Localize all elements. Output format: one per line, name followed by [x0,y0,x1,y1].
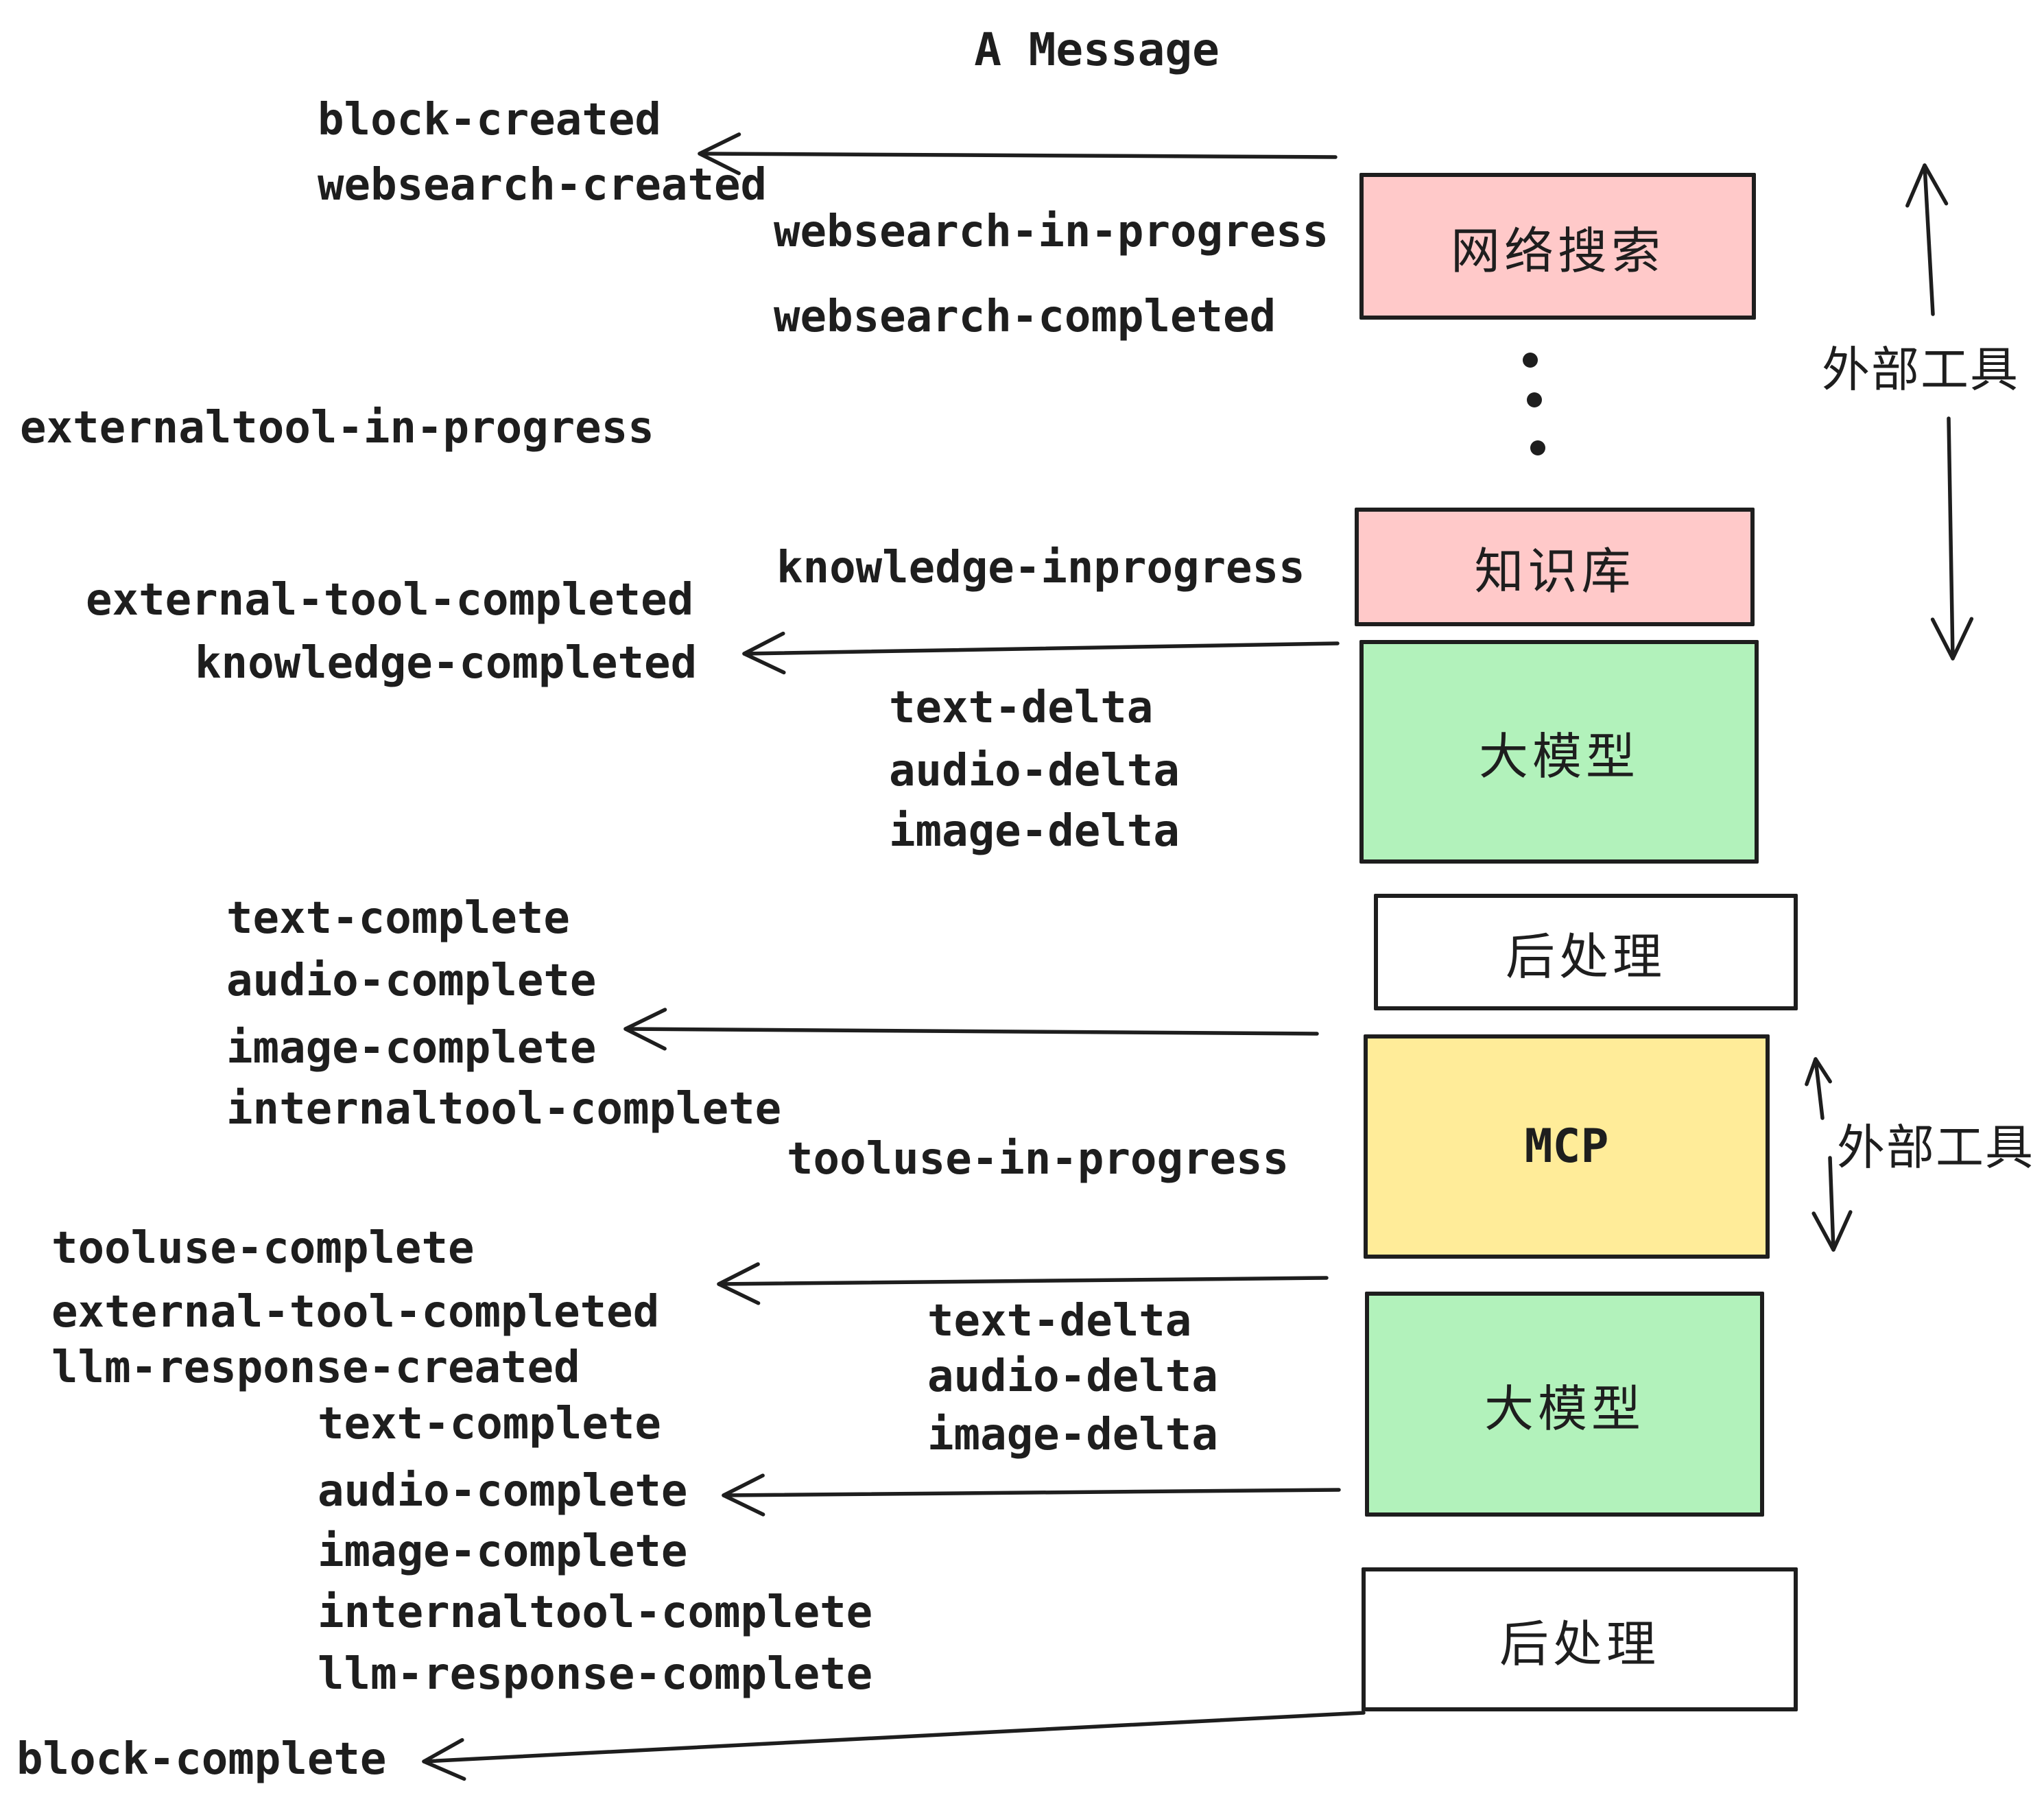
arrowhead-to-block-complete [422,1737,466,1781]
event-label-block-complete: block-complete [16,1734,387,1785]
box-knowledge: 知识库 [1355,508,1755,626]
event-label-external-tool-completed-2: external-tool-completed [51,1287,660,1338]
event-label-websearch-created: websearch-created [318,160,768,211]
box-post-1-label: 后处理 [1505,929,1666,985]
box-post-2-label: 后处理 [1499,1617,1660,1672]
arrow-to-knowledge-completed [742,631,1340,675]
event-label-image-complete-1: image-complete [226,1023,597,1073]
arrowhead-external-tools-down-1 [1930,617,1974,661]
arrowhead-to-knowledge-completed [742,631,786,675]
event-label-text-complete-2: text-complete [318,1399,661,1449]
arrowhead-external-tools-up-1 [1905,163,1949,208]
event-label-llm-response-complete: llm-response-complete [318,1649,873,1700]
event-label-image-delta-1: image-delta [889,806,1180,857]
arrow-external-tools-up-1 [1905,163,1949,316]
box-llm-2-label: 大模型 [1484,1381,1645,1437]
event-label-websearch-completed: websearch-completed [774,292,1276,342]
ellipsis-dot-1 [1523,353,1538,368]
event-label-text-delta-2: text-delta [927,1296,1192,1346]
arrowhead-to-external-tool-completed [717,1262,761,1305]
event-label-audio-complete-2: audio-complete [318,1466,688,1517]
event-label-text-complete-1: text-complete [226,893,570,944]
event-label-audio-delta-1: audio-delta [889,746,1180,796]
arrowhead-to-audio-complete [722,1473,765,1517]
box-post-1: 后处理 [1374,894,1798,1010]
event-label-externaltool-in-progress: externaltool-in-progress [20,403,654,453]
event-label-llm-response-created: llm-response-created [51,1342,580,1393]
event-label-knowledge-inprogress: knowledge-inprogress [776,543,1305,593]
arrow-external-tools-down-1 [1930,416,1974,661]
ellipsis-dot-3 [1530,440,1545,455]
box-llm-1: 大模型 [1359,640,1759,864]
event-label-internaltool-complete-2: internaltool-complete [318,1587,873,1638]
event-label-audio-complete-1: audio-complete [226,956,597,1006]
arrow-external-tools-down-2 [1811,1156,1853,1252]
box-llm-1-label: 大模型 [1478,729,1639,785]
box-post-2: 后处理 [1362,1567,1798,1711]
side-label-external-tools-top: 外部工具 [1822,343,2019,396]
arrow-to-block-complete [422,1711,1366,1781]
arrow-to-block-created [698,132,1338,176]
event-label-internaltool-complete-1: internaltool-complete [226,1084,782,1135]
box-knowledge-label: 知识库 [1474,545,1635,600]
event-label-tooluse-complete: tooluse-complete [51,1223,475,1274]
box-llm-2: 大模型 [1365,1292,1764,1517]
side-label-external-tools-mcp: 外部工具 [1837,1121,2034,1174]
event-label-audio-delta-2: audio-delta [927,1351,1218,1402]
ellipsis-dot-2 [1527,392,1542,407]
arrow-to-audio-complete [722,1473,1341,1517]
event-label-tooluse-in-progress: tooluse-in-progress [787,1134,1290,1185]
event-label-knowledge-completed: knowledge-completed [195,638,698,689]
event-label-external-tool-completed-1: external-tool-completed [86,575,694,626]
event-label-text-delta-1: text-delta [889,683,1154,733]
event-label-block-created: block-created [318,95,661,145]
arrow-to-image-complete [623,1008,1319,1051]
event-label-image-complete-2: image-complete [318,1526,688,1577]
arrow-external-tools-up-2 [1805,1057,1832,1120]
box-websearch-label: 网络搜索 [1450,224,1665,279]
arrowhead-to-block-created [698,132,741,176]
arrowhead-external-tools-down-2 [1811,1210,1853,1252]
diagram-title: A Message [974,23,1220,76]
arrow-to-external-tool-completed [717,1262,1329,1305]
box-mcp-label: MCP [1524,1119,1609,1174]
event-label-image-delta-2: image-delta [927,1410,1218,1460]
event-label-websearch-in-progress: websearch-in-progress [774,206,1329,257]
arrowhead-external-tools-up-2 [1805,1057,1832,1087]
arrowhead-to-image-complete [623,1008,667,1051]
box-mcp: MCP [1364,1034,1770,1259]
box-websearch: 网络搜索 [1359,173,1756,320]
